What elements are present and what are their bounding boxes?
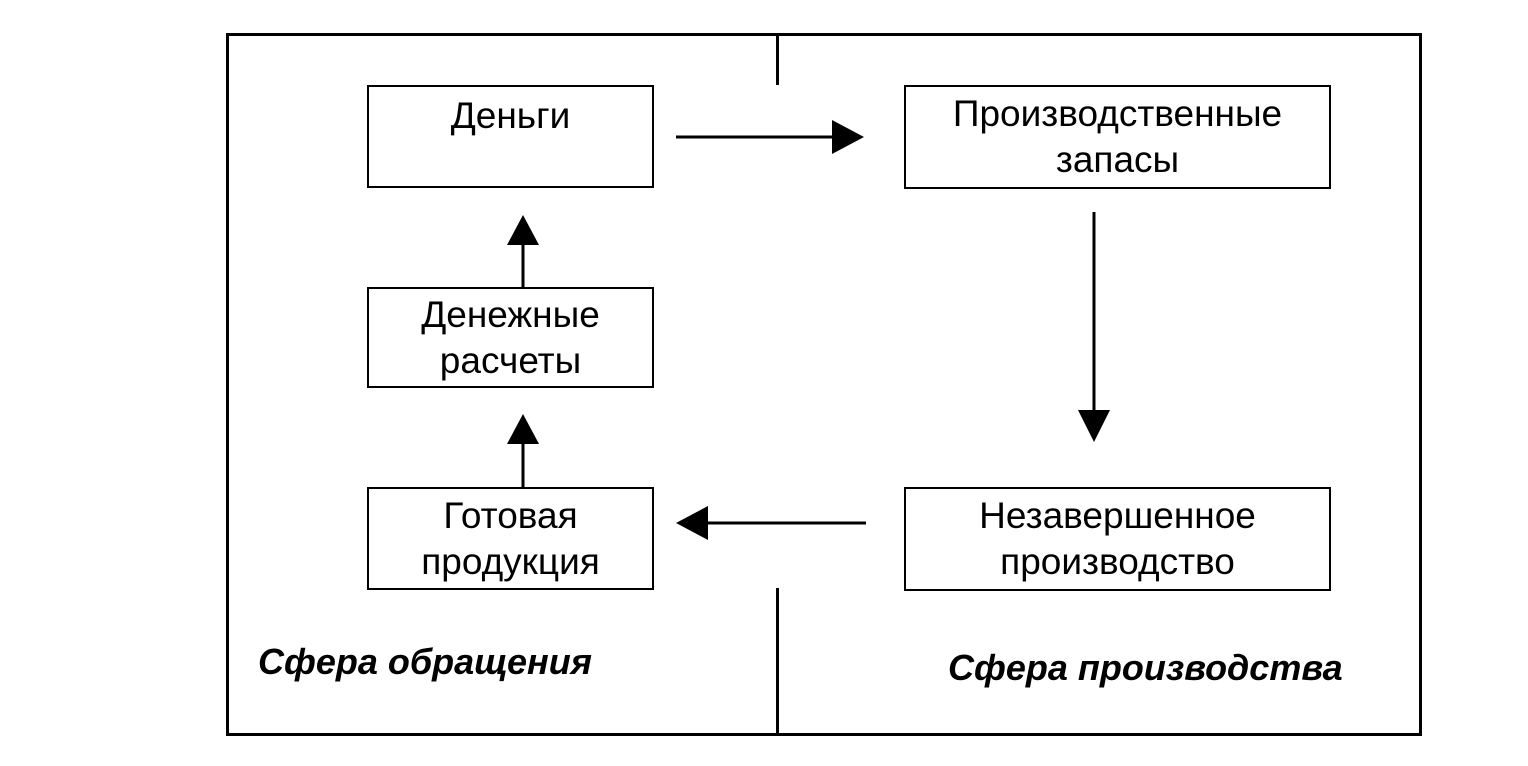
node-work-in-progress-line-1: Незавершенное xyxy=(979,495,1256,536)
node-work-in-progress: Незавершенное производство xyxy=(904,487,1331,591)
node-production-stocks-line-1: Производственные xyxy=(952,93,1283,134)
sphere-circulation-label: Сфера обращения xyxy=(258,641,592,682)
node-finished-products-line-1: Готовая xyxy=(443,494,578,536)
node-money: Деньги xyxy=(367,85,654,188)
node-money-line-1: Деньги xyxy=(450,95,571,136)
sphere-production-label: Сфера производства xyxy=(948,647,1343,688)
sphere-divider-bottom xyxy=(776,588,779,736)
node-production-stocks: Производственные запасы xyxy=(904,85,1331,189)
node-money-settlements: Денежные расчеты xyxy=(367,287,654,388)
node-work-in-progress-line-2: производство xyxy=(1000,541,1235,582)
node-money-settlements-line-1: Денежные xyxy=(421,293,600,335)
node-finished-products: Готовая продукция xyxy=(367,487,654,590)
sphere-divider-top xyxy=(776,33,779,85)
node-finished-products-line-2: продукция xyxy=(421,540,600,582)
diagram-frame xyxy=(226,33,1422,736)
node-production-stocks-line-2: запасы xyxy=(1055,139,1180,180)
node-money-settlements-line-2: расчеты xyxy=(439,339,582,381)
